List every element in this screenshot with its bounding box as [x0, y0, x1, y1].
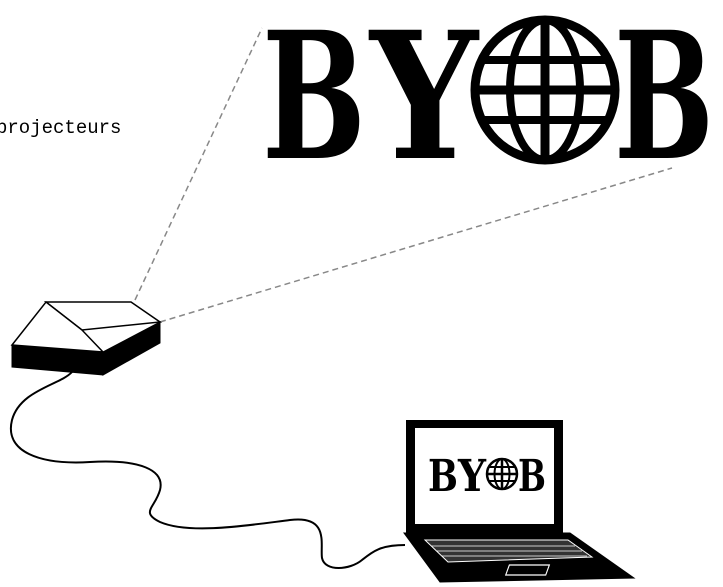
- laptop-logo: B Y B: [428, 451, 546, 502]
- caption-projecteurs: projecteurs: [0, 117, 121, 139]
- logo-letter-y: Y: [368, 0, 480, 200]
- projection-beams: [134, 27, 673, 323]
- laptop-screen: [415, 428, 554, 524]
- globe-icon: [485, 457, 519, 491]
- projector-side: [102, 321, 161, 376]
- beam-line-lower: [159, 167, 673, 323]
- video-cable: [9, 371, 406, 569]
- logo-letter-b-left: B: [262, 0, 366, 200]
- laptop-trackpad: [504, 564, 551, 576]
- laptop: B Y B: [403, 420, 636, 583]
- projected-logo: B Y B: [262, 0, 714, 200]
- projector: [10, 300, 163, 376]
- logo-letter-b-right: B: [614, 0, 714, 200]
- laptop-keyboard-rows: [431, 545, 587, 557]
- projector-top-left-face: [10, 300, 105, 353]
- beam-line-upper: [134, 27, 263, 301]
- laptop-logo-letter-b-right: B: [518, 451, 546, 502]
- globe-icon: [470, 15, 620, 165]
- laptop-logo-letter-b-left: B: [428, 451, 458, 502]
- laptop-logo-letter-y: Y: [457, 451, 486, 502]
